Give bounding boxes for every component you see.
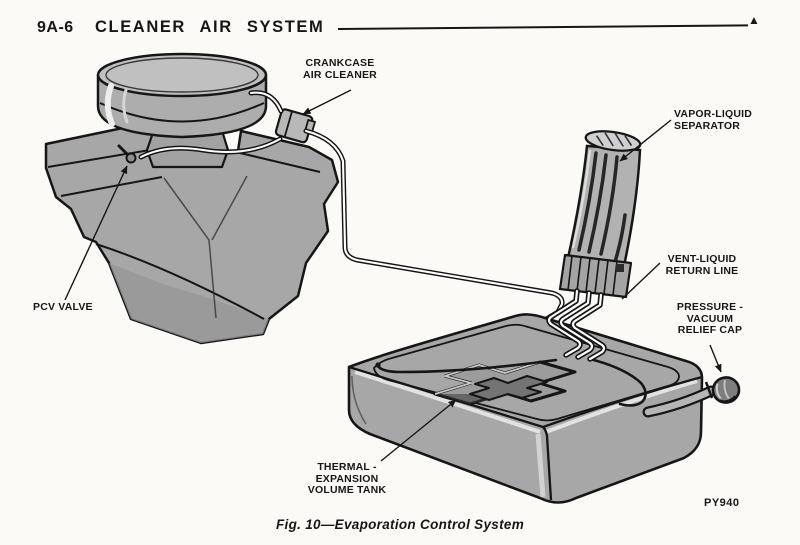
figure-part-code: PY940 <box>704 497 740 509</box>
callout-thermal-expansion-volume-tank: THERMAL - EXPANSION VOLUME TANK <box>307 461 387 496</box>
leader-vapor-liquid-separator <box>619 119 672 162</box>
leader-pressure-vacuum-relief-cap <box>709 344 722 373</box>
callout-pcv-valve: PCV VALVE <box>33 301 93 313</box>
vent-return-tubes <box>546 288 607 362</box>
crankcase-vent-hoses <box>138 90 284 160</box>
pressure-vacuum-relief-cap-part <box>711 376 741 404</box>
leader-vent-liquid-return-line <box>621 262 661 300</box>
figure-caption: Fig. 10—Evaporation Control System <box>276 517 524 532</box>
corner-triangle-icon: ▲ <box>748 13 760 27</box>
page-code: 9A-6 <box>37 19 74 36</box>
callout-vent-liquid-return-line: VENT-LIQUID RETURN LINE <box>665 253 739 277</box>
leader-pcv-valve <box>64 165 128 301</box>
callout-crankcase-air-cleaner: CRANKCASE AIR CLEANER <box>303 57 377 81</box>
air-cleaner <box>96 52 268 139</box>
leader-thermal-expansion-tank <box>380 399 457 462</box>
pcv-valve-fitting <box>117 144 137 164</box>
filler-neck <box>642 381 717 418</box>
leader-crankcase-air-cleaner <box>302 89 352 115</box>
callout-pressure-vacuum-relief-cap: PRESSURE - VACUUM RELIEF CAP <box>676 301 744 336</box>
tank-top-vent-lines <box>375 357 647 407</box>
page-title: CLEANER AIR SYSTEM <box>95 18 325 36</box>
thermal-expansion-recess <box>433 360 577 406</box>
vapor-liquid-separator <box>558 130 642 299</box>
callout-vapor-liquid-separator: VAPOR-LIQUID SEPARATOR <box>674 108 753 132</box>
